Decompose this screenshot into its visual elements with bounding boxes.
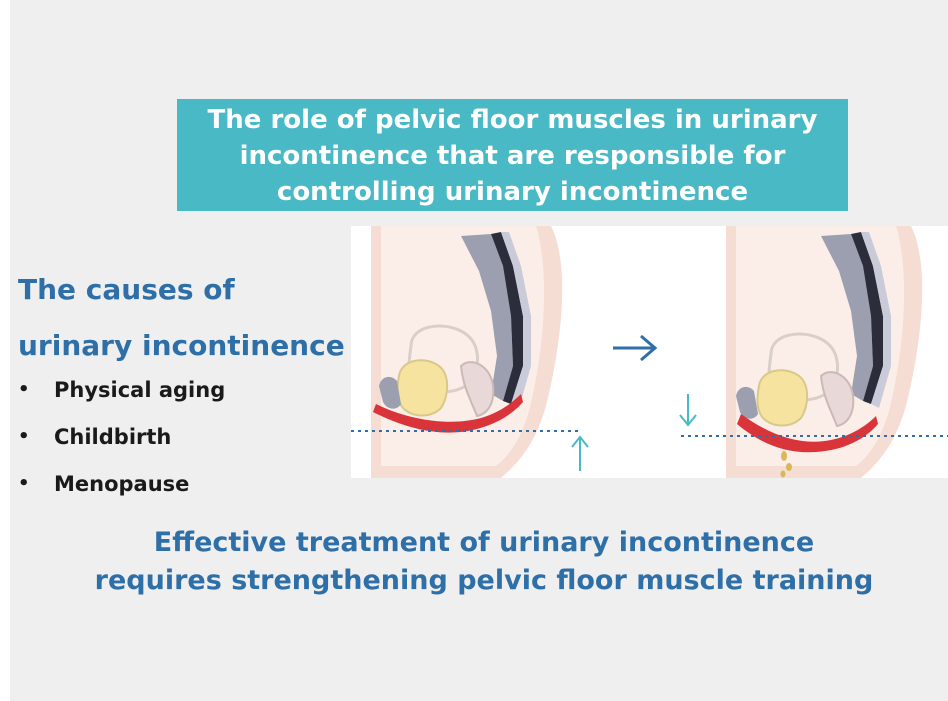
title-banner: The role of pelvic floor muscles in urin… [177, 99, 848, 211]
bullet: • [18, 426, 30, 447]
title-line-2: incontinence that are responsible for [239, 141, 786, 171]
title-line-3: controlling urinary incontinence [276, 177, 749, 207]
pelvic-floor-illustration [351, 226, 948, 478]
causes-heading-line-1: The causes of [18, 273, 235, 306]
list-item: • Childbirth [18, 419, 225, 466]
causes-heading-line-2: urinary incontinence [18, 329, 345, 362]
cause-label: Menopause [54, 472, 190, 496]
bullet: • [18, 473, 30, 494]
pelvis-cross-section-weakened-icon [681, 226, 948, 478]
arrow-down-icon [679, 394, 697, 427]
title-line-1: The role of pelvic floor muscles in urin… [207, 105, 818, 135]
list-item: • Physical aging [18, 372, 225, 419]
arrow-right-icon [613, 334, 658, 362]
cause-label: Physical aging [54, 378, 226, 402]
bullet: • [18, 379, 30, 400]
left-edge-strip [0, 0, 10, 701]
cause-label: Childbirth [54, 425, 172, 449]
pelvis-cross-section-normal-icon [351, 226, 581, 478]
arrow-up-icon [571, 435, 589, 471]
conclusion-text: Effective treatment of urinary incontine… [40, 524, 928, 600]
conclusion-line-1: Effective treatment of urinary incontine… [153, 527, 815, 558]
list-item: • Menopause [18, 466, 225, 513]
causes-list: • Physical aging • Childbirth • Menopaus… [18, 372, 225, 513]
causes-heading: The causes of urinary incontinence [18, 262, 358, 374]
conclusion-line-2: requires strengthening pelvic floor musc… [94, 565, 874, 596]
